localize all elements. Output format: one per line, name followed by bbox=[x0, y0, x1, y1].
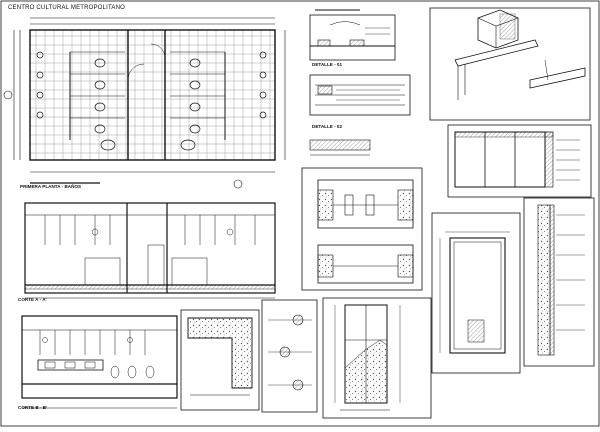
plan-caption: PRIMERA PLANTA - BAÑOS bbox=[20, 184, 82, 189]
door-elevation bbox=[431, 212, 521, 374]
column-section bbox=[523, 197, 595, 367]
wall-elevation bbox=[447, 124, 592, 198]
section-b bbox=[21, 315, 178, 409]
detail-02-caption: DETALLE - 02 bbox=[312, 124, 343, 129]
detail-01 bbox=[309, 9, 396, 61]
sheet-title: CENTRO CULTURAL METROPOLITANO bbox=[8, 5, 126, 11]
section-a-caption: CORTE A - A' bbox=[18, 297, 47, 302]
detail-01-caption: DETALLE - 01 bbox=[312, 62, 343, 67]
section-b-caption: CORTE B - B' bbox=[18, 405, 48, 410]
corner-detail bbox=[180, 309, 260, 411]
detail-02 bbox=[309, 74, 411, 156]
window-detail bbox=[301, 167, 423, 291]
glazing-elevation bbox=[322, 297, 432, 419]
floor-plan bbox=[3, 17, 286, 189]
pipe-detail bbox=[261, 299, 318, 413]
isometric-detail bbox=[429, 7, 591, 121]
section-a bbox=[24, 202, 276, 299]
